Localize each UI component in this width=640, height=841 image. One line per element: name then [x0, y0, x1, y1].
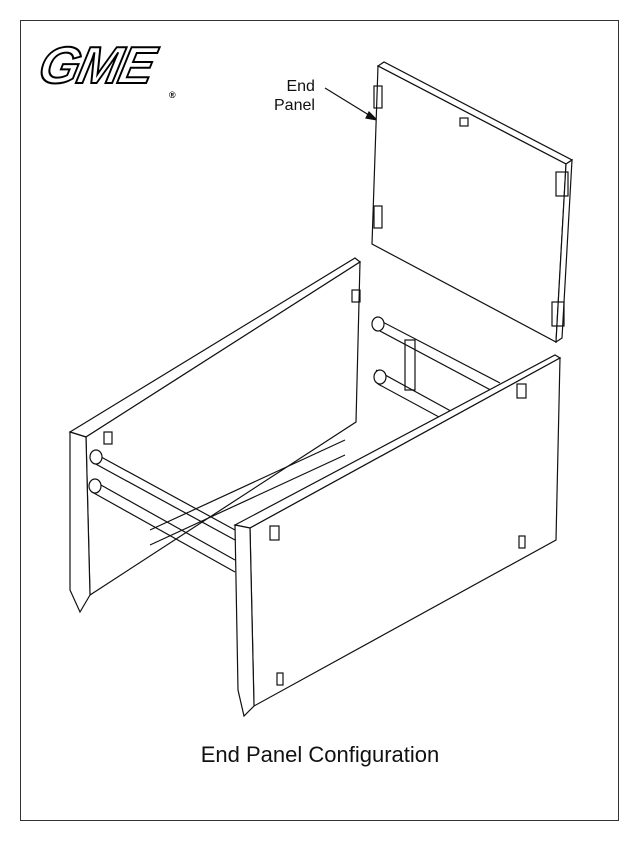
left-side-panel [68, 257, 362, 614]
cross-pipes [88, 316, 501, 573]
end-panel [371, 61, 574, 344]
right-side-panel [233, 354, 562, 718]
arrowhead-icon [365, 110, 379, 121]
end-panel-callout: End Panel [274, 77, 315, 115]
drawing-caption: End Panel Configuration [200, 742, 440, 767]
drawing-frame [20, 20, 619, 821]
callout-line1: End [286, 78, 315, 95]
callout-line2: Panel [274, 97, 315, 114]
registered-mark: ® [169, 90, 176, 100]
